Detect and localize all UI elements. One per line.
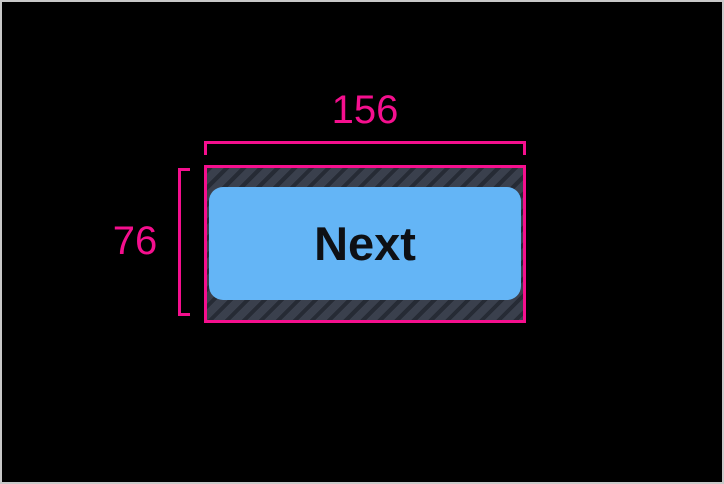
width-measure-bracket	[204, 141, 526, 155]
next-button[interactable]: Next	[209, 187, 521, 300]
height-dimension-label: 76	[112, 219, 158, 263]
width-dimension-label: 156	[331, 88, 399, 132]
next-button-label: Next	[314, 217, 416, 270]
height-measure-bracket	[178, 168, 190, 316]
tap-target-overlay: Next	[204, 165, 526, 323]
